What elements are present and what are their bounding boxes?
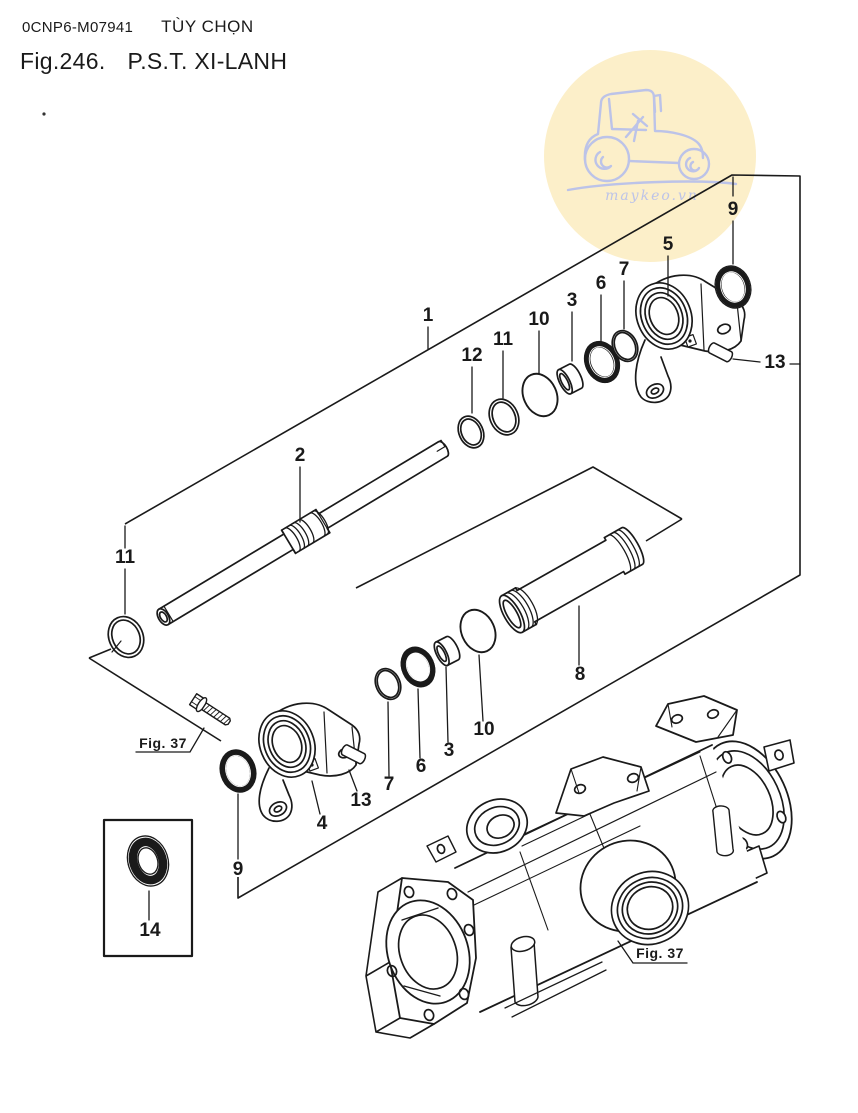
leader-13-low [348, 769, 358, 792]
callout-13-top: 13 [764, 352, 785, 373]
outer-boundary [124, 174, 801, 899]
part-ring-7-top [611, 329, 639, 363]
boundary-lines [88, 174, 801, 899]
figref-lower: Fig. 37 [636, 945, 684, 961]
leader-figref-upper [135, 727, 205, 753]
callout-3-top: 3 [567, 290, 578, 311]
part-seal-9-top [714, 265, 752, 309]
figure-caption: Fig.246. P.S.T. XI-LANH [20, 48, 287, 75]
leader-figref-lower [617, 940, 688, 964]
ring-11-tick [111, 640, 122, 653]
page-header: 0CNP6-M07941 TÙY CHỌN [22, 18, 254, 36]
leader-10-low [478, 654, 484, 722]
leader-6-low [417, 688, 421, 759]
callout-10-low: 10 [473, 719, 494, 740]
callout-4: 4 [317, 813, 328, 834]
callout-10-top: 10 [528, 309, 549, 330]
corner-tick [88, 648, 112, 659]
callout-14: 14 [139, 920, 161, 941]
watermark-circle [544, 50, 756, 262]
lower-left-boundary [88, 657, 222, 742]
part-bushing-3-top [556, 363, 584, 395]
part-14-box [102, 818, 194, 958]
part-oring-10-low [459, 608, 497, 654]
leader-lines [124, 176, 801, 964]
callout-2: 2 [295, 445, 306, 466]
watermark-text: maykeo.vn [605, 188, 699, 204]
watermark: maykeo.vn [544, 50, 756, 262]
callout-11-top: 11 [493, 329, 514, 350]
leader-4 [311, 780, 321, 815]
part-clevis-4 [258, 702, 361, 823]
callout-9-low: 9 [233, 859, 244, 880]
part-pin-13-low [340, 744, 367, 765]
callout-7-low: 7 [384, 774, 395, 795]
callout-6-top: 6 [596, 273, 607, 294]
part-oring-10-top [521, 372, 559, 418]
part-seal-6-low [400, 646, 436, 688]
leader-13-top [732, 358, 801, 365]
callout-8: 8 [575, 664, 586, 685]
part-ring-7-low [374, 667, 402, 701]
part-bolt-fig37 [188, 693, 231, 726]
callout-7-top: 7 [619, 259, 630, 280]
callout-labels: 1 2 12 11 10 3 6 7 5 9 13 11 8 9 4 13 7 … [115, 199, 786, 961]
part-bushing-3-low [433, 635, 461, 667]
figure-number: Fig.246. [20, 48, 106, 74]
callout-13-low: 13 [350, 790, 371, 811]
leader-7-low [387, 701, 390, 777]
part-oring-14 [126, 835, 170, 887]
callout-6-low: 6 [416, 756, 427, 777]
parts [102, 265, 795, 1039]
callout-11-left: 11 [115, 547, 136, 568]
part-ring-11-left [107, 615, 145, 659]
stray-dot [42, 112, 46, 116]
tractor-icon [566, 88, 738, 192]
callout-12: 12 [461, 345, 482, 366]
part-ring-11-top [488, 398, 520, 436]
callout-1: 1 [423, 305, 434, 326]
part-seal-9-low [219, 749, 257, 793]
part-pin-13-top [707, 342, 734, 363]
document-variant: TÙY CHỌN [161, 17, 254, 36]
part-cylinder-tube-8 [498, 526, 645, 634]
part-ring-12 [457, 415, 485, 449]
part-housing-fig37 [365, 695, 795, 1039]
callout-9-top: 9 [728, 199, 739, 220]
document-code: 0CNP6-M07941 [22, 19, 134, 36]
callout-3-low: 3 [444, 740, 455, 761]
inner-boundary [355, 466, 683, 589]
leader-3-low [445, 666, 449, 743]
part-piston-rod [156, 439, 450, 626]
callout-5: 5 [663, 234, 674, 255]
figure-title: P.S.T. XI-LANH [127, 48, 288, 74]
figref-upper: Fig. 37 [139, 735, 187, 751]
